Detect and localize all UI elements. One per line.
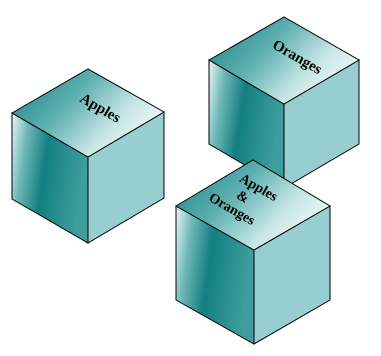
cube-apples-top-face xyxy=(11,68,165,158)
cube-apples-and-oranges: Apples & Oranges xyxy=(175,159,331,345)
cube-apples-and-oranges-top-face xyxy=(175,159,331,251)
cube-oranges: Oranges xyxy=(208,16,360,189)
cube-oranges-top-face xyxy=(208,16,360,105)
cube-apples: Apples xyxy=(11,68,165,244)
